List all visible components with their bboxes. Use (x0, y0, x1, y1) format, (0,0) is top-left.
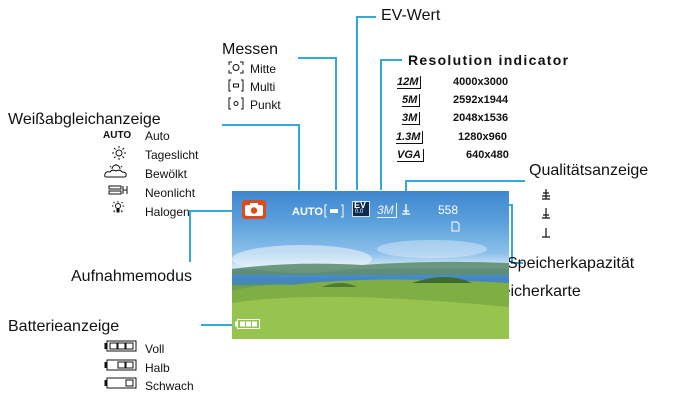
messen-item-label: Punkt (250, 98, 281, 112)
sun-icon (112, 146, 126, 160)
battery-item-label: Halb (145, 361, 170, 375)
wb-item-label: Halogen (145, 205, 190, 219)
fluorescent-icon (108, 185, 128, 195)
resolution-value: 2048x1536 (453, 112, 509, 124)
leader-messen-h (298, 57, 336, 59)
leader-wb-h (222, 124, 300, 126)
battery-half-icon (104, 359, 137, 371)
leader-resolution-h (380, 59, 402, 61)
wb-auto-icon: AUTO (103, 130, 132, 141)
bulb-icon (112, 201, 124, 213)
osd-battery-icon (235, 319, 260, 329)
osd-ev: EV (354, 200, 367, 210)
messen-heading: Messen (222, 41, 279, 58)
camera-preview-screen: AUTO EV 0.0 3M 558 (232, 191, 509, 339)
quality-fine-icon (542, 189, 550, 200)
metering-spot-icon (228, 97, 244, 110)
battery-full-icon (104, 340, 137, 352)
battery-low-icon (104, 377, 137, 389)
quality-normal-icon (542, 208, 550, 219)
qualitaet-heading: Qualitätsanzeige (529, 162, 649, 179)
leader-messen-v (335, 57, 337, 190)
leader-capacity-h2 (511, 262, 523, 264)
leader-ev-h (356, 16, 376, 18)
resolution-value: 640x480 (466, 149, 509, 161)
leader-quality-v (405, 180, 407, 192)
wb-item-label: Bewölkt (145, 167, 188, 181)
ev-wert-heading: EV-Wert (381, 7, 441, 24)
messen-item-label: Mitte (250, 62, 277, 76)
messen-item-label: Multi (250, 80, 276, 94)
wb-item-label: Auto (145, 129, 170, 143)
osd-ev-value: 0.0 (355, 209, 364, 215)
resolution-code: 12M (397, 76, 422, 89)
wb-item-label: Tageslicht (145, 148, 199, 162)
metering-multi-icon (228, 79, 244, 92)
leader-wb-v (298, 124, 300, 190)
wb-item-label: Neonlicht (145, 186, 196, 200)
leader-ev-v (356, 16, 358, 190)
metering-center-icon (228, 61, 244, 74)
osd-memory-card-icon (451, 221, 460, 232)
leader-quality-h (405, 180, 525, 182)
batterieanzeige-heading: Batterieanzeige (8, 318, 120, 335)
aufnahmemodus-heading: Aufnahmemodus (71, 268, 192, 285)
resolution-code: 1.3M (396, 131, 424, 144)
quality-economy-icon (542, 228, 550, 238)
leader-capacity-v (511, 204, 513, 264)
resolution-value: 1280x960 (458, 131, 507, 143)
osd-quality-icon (402, 204, 410, 215)
osd-ev-box (352, 201, 370, 217)
resolution-code: 3M (402, 112, 421, 125)
leader-mode-h (189, 210, 233, 212)
osd-metering-icon (324, 204, 344, 218)
camera-mode-icon (242, 200, 266, 219)
resolution-value: 2592x1944 (453, 94, 509, 106)
battery-item-label: Schwach (145, 379, 194, 393)
battery-item-label: Voll (145, 342, 165, 356)
resolution-code: 5M (402, 94, 421, 107)
leader-mode-v (189, 210, 191, 262)
speicherkapazitaet-heading: Speicherkapazität (507, 255, 635, 272)
resolution-code: VGA (397, 149, 424, 162)
osd-shot-count: 558 (438, 203, 459, 217)
osd-white-balance: AUTO (292, 206, 323, 218)
osd-resolution: 3M (377, 203, 397, 218)
cloud-icon (104, 164, 127, 178)
leader-resolution-v (380, 59, 382, 190)
landscape-photo (232, 240, 509, 339)
resolution-indicator-heading: Resolution indicator (408, 52, 570, 68)
resolution-value: 4000x3000 (453, 76, 509, 88)
leader-battery-h (201, 324, 233, 326)
weissabgleich-heading: Weißabgleichanzeige (8, 111, 161, 128)
